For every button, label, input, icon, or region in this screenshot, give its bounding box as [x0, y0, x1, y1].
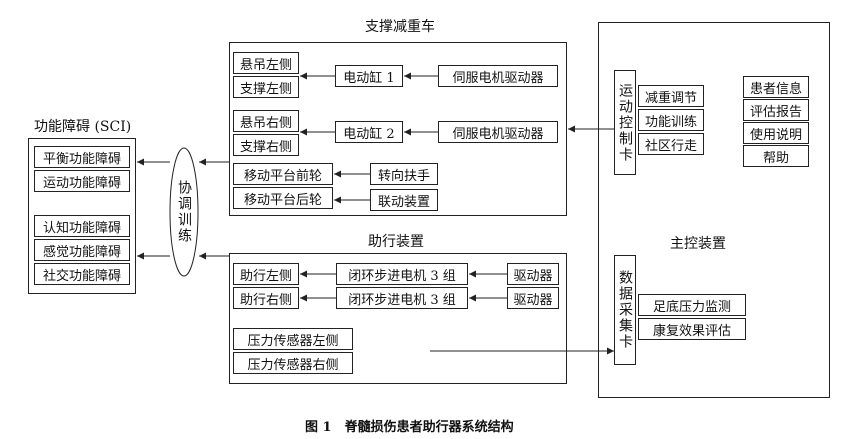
motion-control-card: 运动控制卡	[614, 70, 636, 175]
steering-handle-box: 转向扶手	[370, 163, 438, 185]
suspend-left-box: 悬吊左侧	[233, 52, 299, 74]
suspend-right-box: 悬吊右侧	[233, 110, 299, 132]
coordination-ellipse	[169, 147, 199, 277]
patient-info-box: 患者信息	[743, 76, 809, 98]
driver-1-box: 驱动器	[507, 263, 559, 285]
main-control-title: 主控装置	[670, 236, 726, 252]
rehab-evaluation-box: 康复效果评估	[638, 318, 746, 340]
pressure-sensor-right-box: 压力传感器右侧	[233, 352, 353, 374]
support-right-box: 支撑右侧	[233, 134, 299, 156]
sci-panel	[28, 138, 136, 294]
driver-2-box: 驱动器	[507, 287, 559, 309]
walking-aid-panel	[229, 253, 567, 384]
assessment-report-box: 评估报告	[743, 99, 809, 121]
platform-front-wheel-box: 移动平台前轮	[233, 163, 333, 185]
data-acquisition-card: 数据采集卡	[614, 255, 636, 365]
servo-driver-1-box: 伺服电机驱动器	[438, 65, 558, 87]
support-car-title: 支撑减重车	[365, 19, 435, 35]
figure-caption: 图 1 脊髓损伤患者助行器系统结构	[305, 420, 514, 435]
platform-rear-wheel-box: 移动平台后轮	[233, 187, 333, 209]
user-manual-box: 使用说明	[743, 122, 809, 144]
servo-driver-2-box: 伺服电机驱动器	[438, 121, 558, 143]
cylinder-2-box: 电动缸 2	[335, 121, 403, 143]
stepper-motor-2-box: 闭环步进电机 3 组	[336, 287, 468, 309]
sci-box-balance: 平衡功能障碍	[34, 146, 130, 168]
walk-left-box: 助行左侧	[233, 263, 299, 285]
pressure-sensor-left-box: 压力传感器左侧	[233, 328, 353, 350]
plantar-pressure-box: 足底压力监测	[638, 294, 746, 316]
sci-box-social: 社交功能障碍	[34, 263, 130, 285]
support-car-panel	[229, 42, 567, 216]
support-left-box: 支撑左侧	[233, 76, 299, 98]
sci-box-sensory: 感觉功能障碍	[34, 239, 130, 261]
coordination-label: 协调训练	[176, 180, 192, 244]
stepper-motor-1-box: 闭环步进电机 3 组	[336, 263, 468, 285]
weight-adjust-box: 减重调节	[638, 85, 704, 107]
help-box: 帮助	[743, 145, 809, 167]
main-control-panel	[598, 22, 830, 398]
sci-title: 功能障碍 (SCI)	[34, 119, 132, 135]
linkage-device-box: 联动装置	[370, 189, 438, 211]
walk-right-box: 助行右侧	[233, 287, 299, 309]
function-training-box: 功能训练	[638, 109, 704, 131]
community-walking-box: 社区行走	[638, 133, 704, 155]
sci-box-motor: 运动功能障碍	[34, 170, 130, 192]
walking-aid-title: 助行装置	[368, 234, 424, 250]
sci-box-cognitive: 认知功能障碍	[34, 215, 130, 237]
cylinder-1-box: 电动缸 1	[335, 65, 403, 87]
